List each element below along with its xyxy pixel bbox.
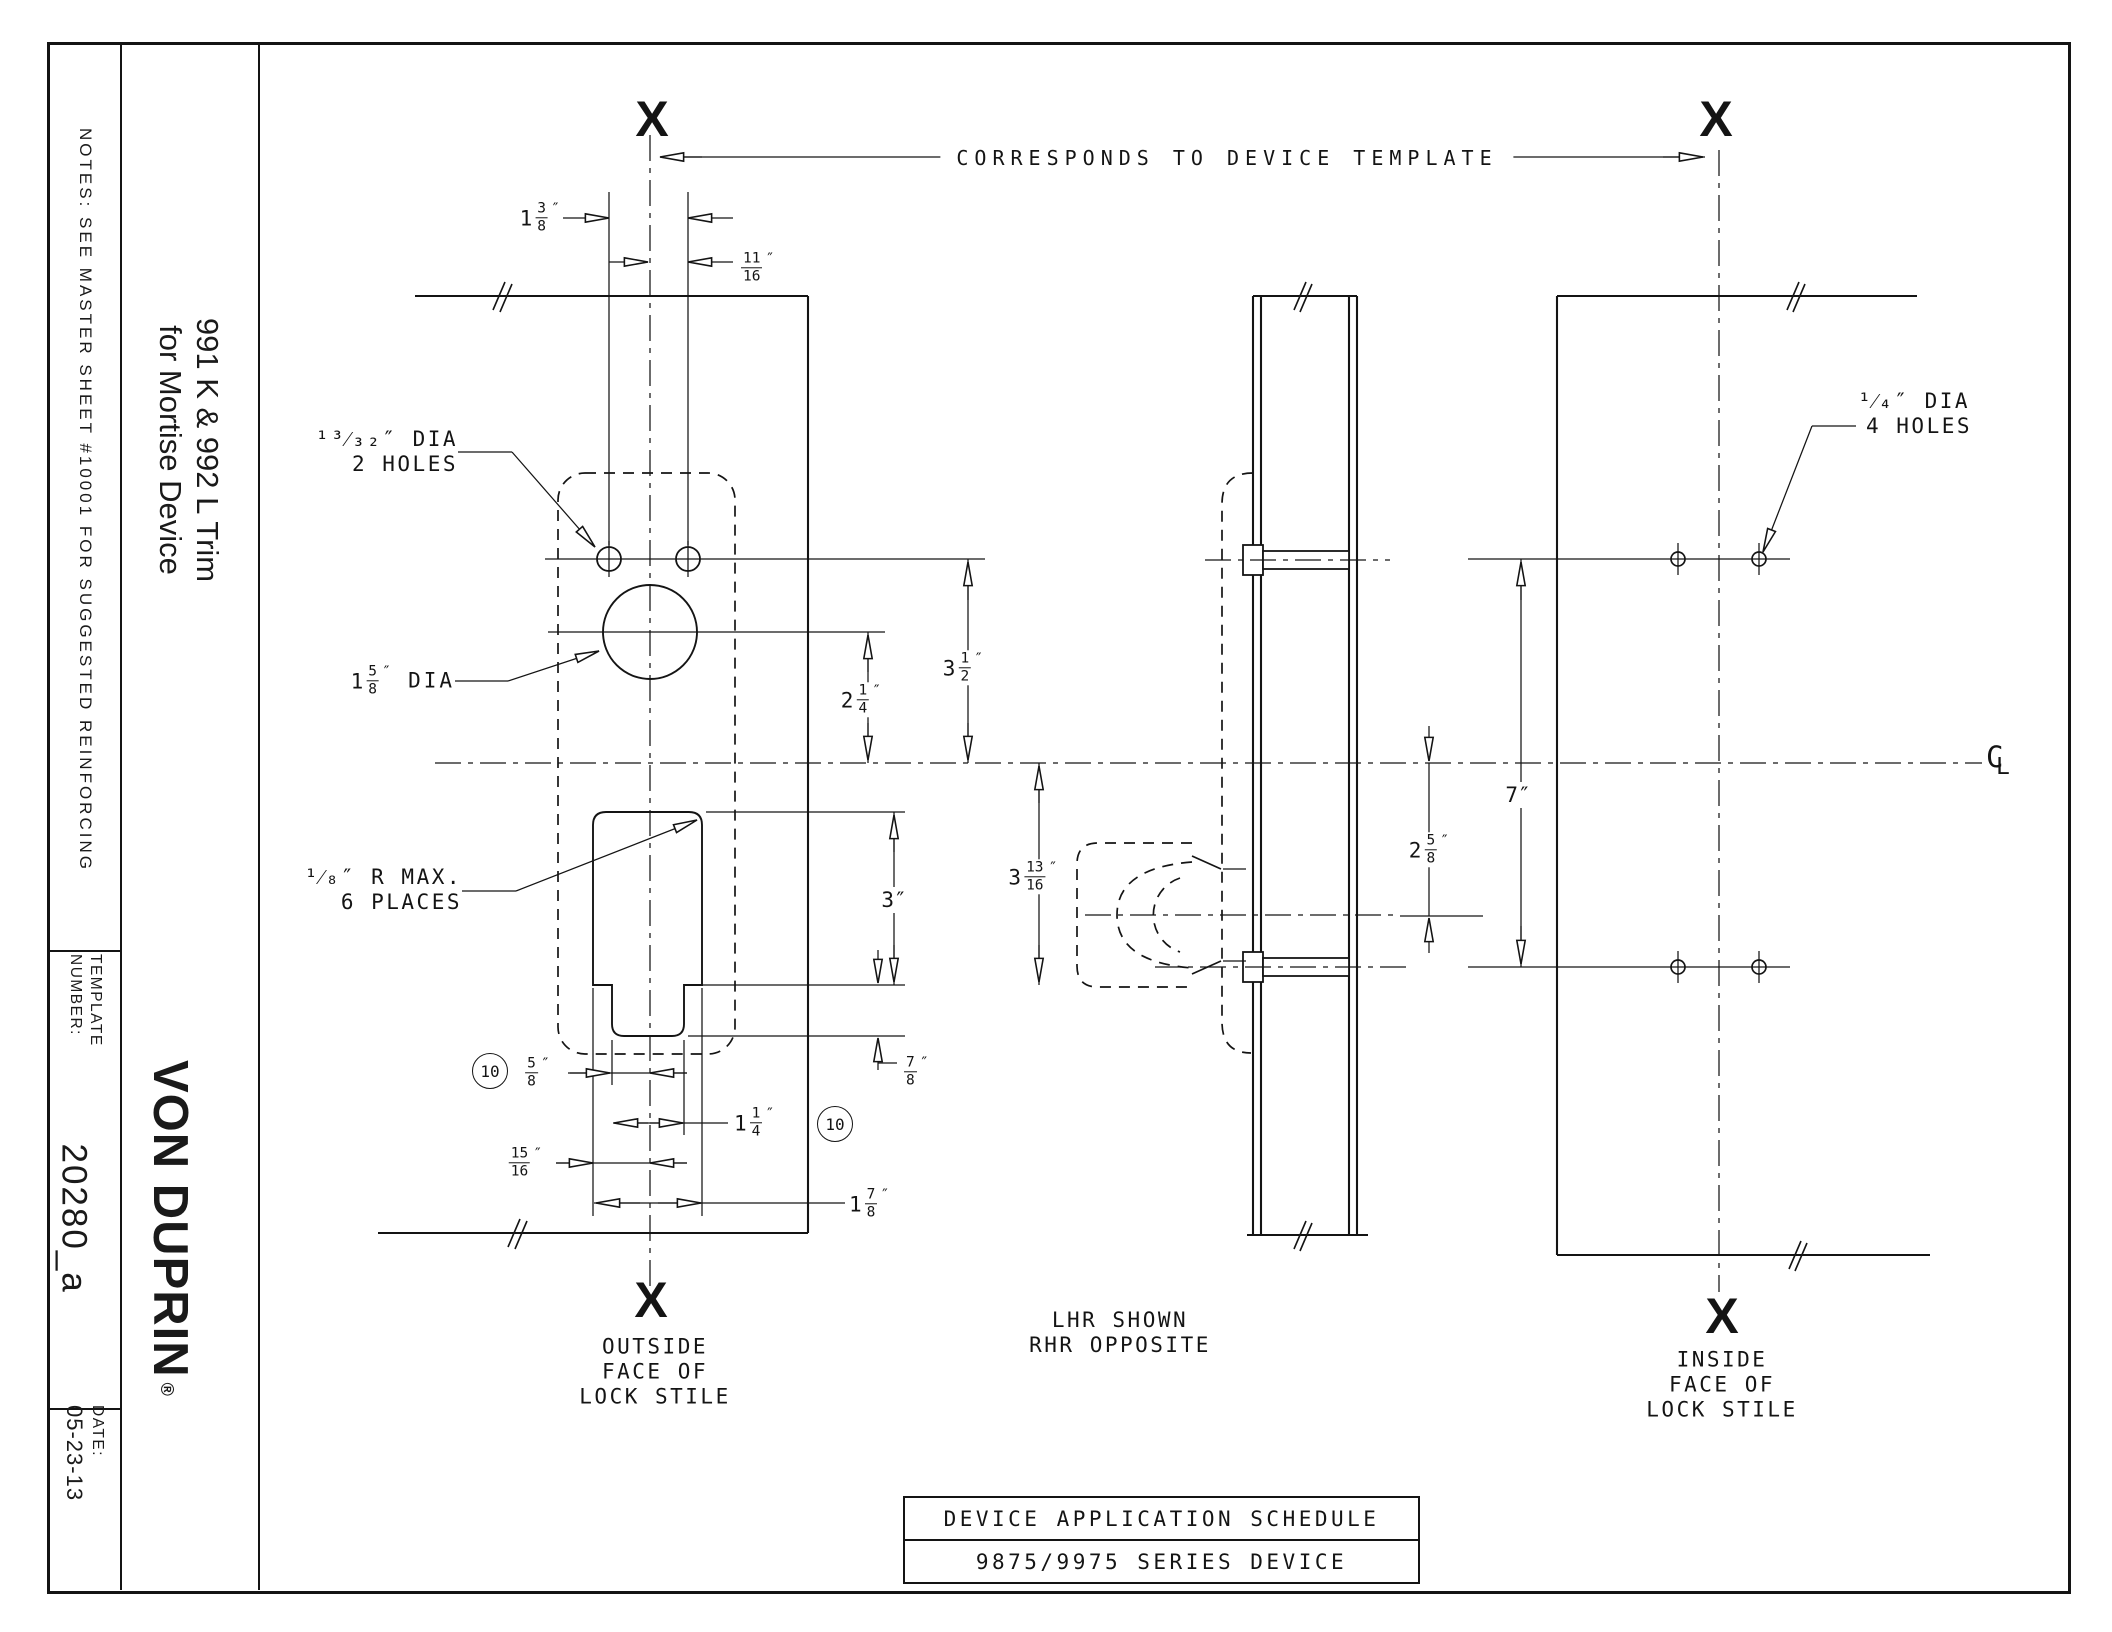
titleblock-divider-row2 <box>47 1408 122 1411</box>
product-title: 991 K & 992 L Trim for Mortise Device <box>152 190 226 710</box>
titleblock-divider-row1 <box>47 950 122 953</box>
template-number: 20280_a <box>54 1143 94 1294</box>
template-number-value: 20280_a <box>52 1144 94 1329</box>
balloon-10-left: 10 <box>472 1053 508 1089</box>
callout-four-holes: ¹⁄₄″ DIA 4 HOLES <box>1858 389 1973 438</box>
template-label-line1: TEMPLATE <box>87 954 104 1047</box>
notes-text: NOTES: SEE MASTER SHEET #10001 FOR SUGGE… <box>73 125 95 875</box>
x-mark-bottom-right: X <box>1705 1288 1739 1344</box>
product-title-line1: 991 K & 992 L Trim <box>190 317 225 583</box>
titleblock-divider-main <box>258 42 261 1590</box>
x-mark-top-left: X <box>635 91 669 147</box>
registered-trademark-icon: ® <box>157 1382 178 1397</box>
callout-radius: ¹⁄₈″ R MAX. 6 PLACES <box>304 865 462 914</box>
extension-lines <box>545 192 1790 1216</box>
x-mark-top-right: X <box>1699 91 1733 147</box>
device-application-schedule: DEVICE APPLICATION SCHEDULE 9875/9975 SE… <box>903 1496 1420 1584</box>
dim-3: 3″ <box>876 887 912 913</box>
template-number-label: TEMPLATE NUMBER: <box>65 954 105 1066</box>
template-label-line2: NUMBER: <box>67 954 84 1036</box>
header-note: CORRESPONDS TO DEVICE TEMPLATE <box>940 146 1514 170</box>
brand-logo: VON DUPRIN ® <box>143 1060 198 1484</box>
label-handing-note: LHR SHOWN RHR OPPOSITE <box>1029 1308 1211 1357</box>
date-value: 05-23-13 <box>62 1405 87 1502</box>
product-title-line2: for Mortise Device <box>153 325 188 575</box>
label-outside-face: OUTSIDE FACE OF LOCK STILE <box>579 1334 731 1409</box>
dim-7: 7″ <box>1500 782 1536 808</box>
sheet-border <box>47 42 2071 1594</box>
notes-value: NOTES: SEE MASTER SHEET #10001 FOR SUGGE… <box>76 128 95 872</box>
x-mark-bottom-left: X <box>634 1272 668 1328</box>
titleblock-divider-col <box>120 42 123 1590</box>
header-note-text: CORRESPONDS TO DEVICE TEMPLATE <box>956 146 1498 170</box>
balloon-10-right: 10 <box>817 1106 853 1142</box>
dimension-arrows <box>507 151 1813 1209</box>
object-lines <box>378 281 1930 1272</box>
schedule-device-row: 9875/9975 SERIES DEVICE <box>975 1549 1348 1574</box>
date-label: DATE: <box>89 1405 106 1457</box>
schedule-title-row: DEVICE APPLICATION SCHEDULE <box>905 1498 1418 1541</box>
callout-two-holes: ¹³⁄₃₂″ DIA 2 HOLES <box>315 427 458 476</box>
centerlines <box>435 135 1982 1292</box>
brand-name: VON DUPRIN <box>143 1060 197 1378</box>
label-inside-face: INSIDE FACE OF LOCK STILE <box>1646 1347 1798 1422</box>
date-block: DATE: 05-23-13 <box>62 1405 109 1525</box>
